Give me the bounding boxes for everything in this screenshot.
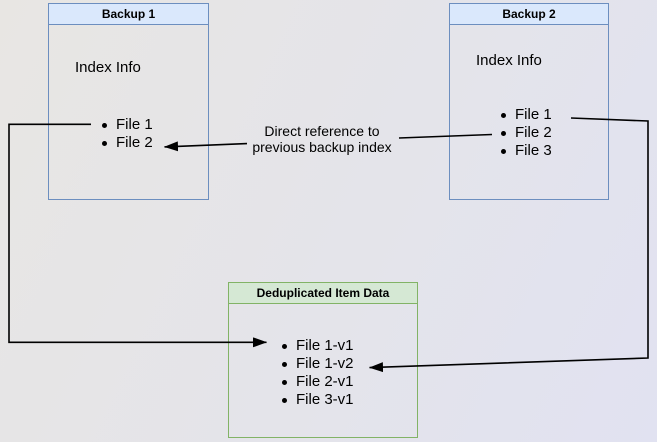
backup2-box: Index Info Backup 2 File 1 File 2 File 3 [449, 3, 609, 200]
backup1-file-item: File 1 [102, 116, 153, 133]
dedup-file-list: File 1-v1 File 1-v2 File 2-v1 File 3-v1 [282, 337, 354, 409]
backup1-box: Backup 1 Index Info File 1 File 2 [48, 3, 209, 200]
dedup-title: Deduplicated Item Data [229, 283, 417, 304]
dedup-file-item: File 2-v1 [282, 373, 354, 390]
dedup-file-item: File 3-v1 [282, 391, 354, 408]
dedup-file-item: File 1-v1 [282, 337, 354, 354]
backup1-file-item: File 2 [102, 134, 153, 151]
backup2-index-info-label: Index Info [476, 52, 542, 69]
backup1-file-list: File 1 File 2 [102, 116, 153, 152]
backup2-file-list: File 1 File 2 File 3 [501, 106, 552, 160]
dedup-box: Deduplicated Item Data File 1-v1 File 1-… [228, 282, 418, 438]
backup2-file-item: File 2 [501, 124, 552, 141]
backup2-file-item: File 1 [501, 106, 552, 123]
edge-label-line1: Direct reference to [264, 123, 380, 139]
backup1-index-info-label: Index Info [75, 59, 141, 76]
dedup-file-item: File 1-v2 [282, 355, 354, 372]
edge-label-direct-reference: Direct reference to previous backup inde… [226, 123, 418, 155]
edge-label-line2: previous backup index [252, 139, 392, 155]
backup2-title: Backup 2 [450, 4, 608, 25]
backup1-title: Backup 1 [49, 4, 208, 25]
backup2-file-item: File 3 [501, 142, 552, 159]
